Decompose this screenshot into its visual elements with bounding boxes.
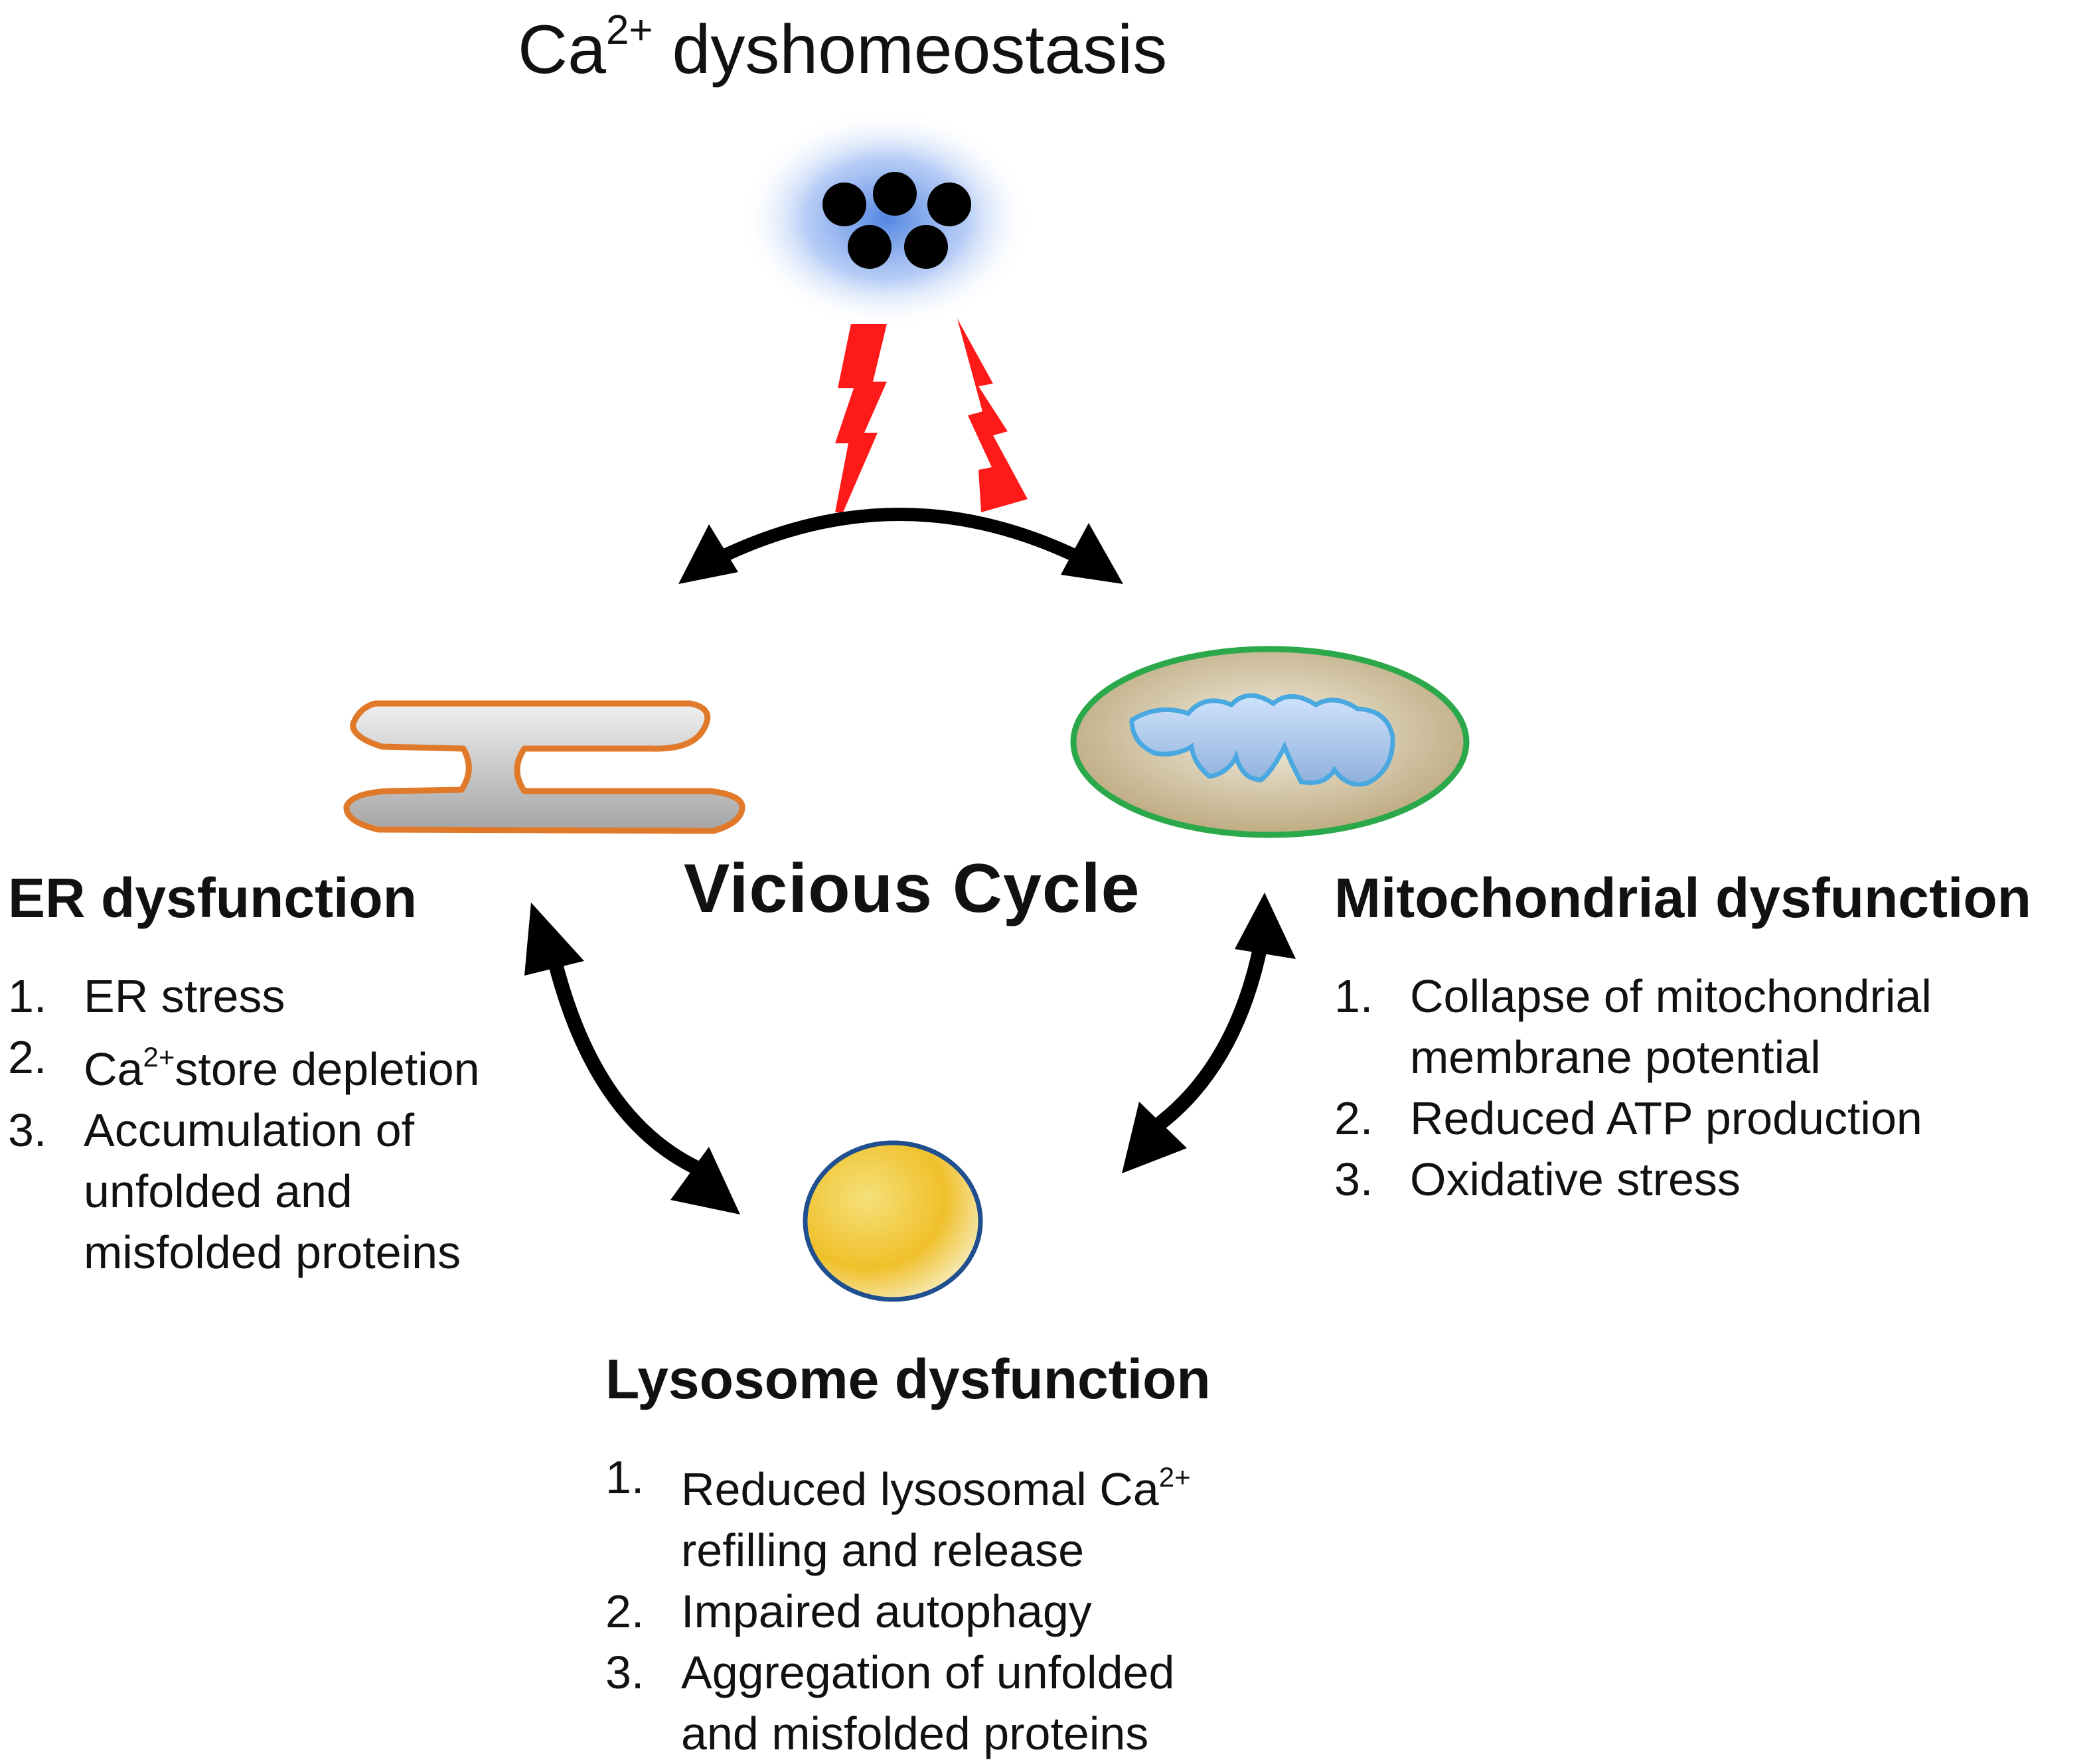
mitochondrial-cristae <box>1129 693 1395 787</box>
list-item: 2. Ca2+store depletion <box>8 1031 480 1095</box>
mitochondrial-dysfunction-title: Mitochondrial dysfunction <box>1334 867 2031 929</box>
list-item: 2. Impaired autophagy <box>605 1585 1092 1637</box>
list-item: 3. Accumulation of unfolded and misfolde… <box>8 1104 461 1278</box>
er-dysfunction-title: ER dysfunction <box>8 867 418 929</box>
calcium-ion-cluster <box>740 110 1032 329</box>
mitochondrion-icon <box>1070 646 1470 838</box>
list-item: 3. Oxidative stress <box>1334 1153 1741 1205</box>
lightning-bolt-right <box>957 319 1028 512</box>
er-organelle-icon <box>343 700 745 834</box>
diagram-title: Ca2+ dyshomeostasis <box>518 7 1168 88</box>
lightning-bolt-left <box>835 324 887 512</box>
list-item: 2. Reduced ATP production <box>1334 1092 1922 1144</box>
list-item: 1. ER stress <box>8 970 285 1022</box>
mitochondrial-dysfunction-list: 1. Collapse of mitochondrial membrane po… <box>1334 966 1932 1210</box>
lysosome-dysfunction-list: 1. Reduced lysosomal Ca2+ refilling and … <box>605 1447 1191 1764</box>
list-item: 1. Reduced lysosomal Ca2+ refilling and … <box>605 1451 1191 1576</box>
list-item: 1. Collapse of mitochondrial membrane po… <box>1334 970 1932 1083</box>
er-lysosome-double-arrow <box>524 903 740 1214</box>
er-dysfunction-list: 1. ER stress 2. Ca2+store depletion 3. A… <box>8 966 480 1283</box>
lysosome-dysfunction-title: Lysosome dysfunction <box>605 1348 1211 1410</box>
list-item: 3. Aggregation of unfolded and misfolded… <box>605 1647 1175 1759</box>
top-double-arrow <box>678 508 1123 584</box>
vicious-cycle-label: Vicious Cycle <box>684 850 1140 927</box>
lysosome-icon <box>803 1140 983 1302</box>
mito-lysosome-double-arrow <box>1122 893 1296 1173</box>
